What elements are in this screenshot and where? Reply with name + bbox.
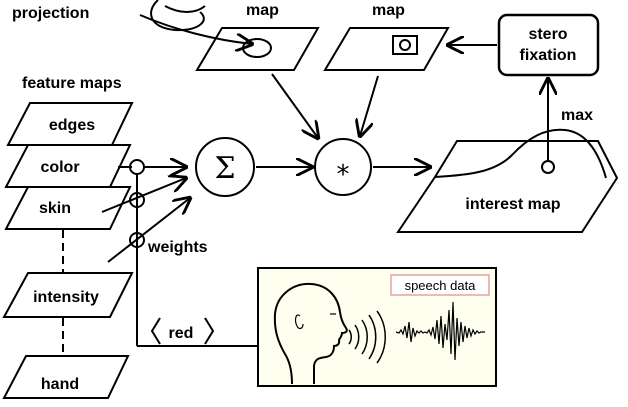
weight-node-color xyxy=(129,159,145,175)
map-left-plane xyxy=(195,27,320,71)
interest-map-label: interest map xyxy=(465,196,560,213)
weight-node-lower xyxy=(129,232,145,248)
interest-map-group: interest map xyxy=(396,128,619,233)
sum-symbol: Σ xyxy=(214,151,235,186)
intensity-plane xyxy=(2,272,134,318)
feature-map-color: color xyxy=(4,144,132,188)
projection-loop xyxy=(164,5,206,13)
hand-label: hand xyxy=(41,376,79,393)
map-right-to-product-arrow xyxy=(360,75,379,136)
color-label: color xyxy=(40,159,79,176)
product-node: * xyxy=(314,138,372,196)
product-symbol: * xyxy=(337,160,350,190)
map-right-group: map xyxy=(323,2,450,71)
edges-label: edges xyxy=(49,117,95,134)
hand-plane xyxy=(2,355,130,399)
projection-group: projection xyxy=(12,0,252,44)
feature-map-skin: skin xyxy=(4,186,132,230)
weight-arrow-3 xyxy=(107,198,190,263)
map-left-blob xyxy=(242,38,272,58)
interest-map-plane xyxy=(396,140,619,233)
interest-max-point xyxy=(541,160,555,174)
speech-data-label-box xyxy=(390,274,490,296)
red-bracket-left xyxy=(150,317,161,345)
speech-panel: speech data xyxy=(257,267,497,387)
feature-map-intensity: intensity xyxy=(2,272,134,318)
map-left-group: map xyxy=(195,2,320,71)
skin-plane xyxy=(4,186,132,230)
product-circle xyxy=(314,138,372,196)
feature-map-edges: edges xyxy=(6,102,134,146)
speech-waveform xyxy=(395,301,485,361)
map-right-target xyxy=(399,39,411,51)
stereo-fixation-box xyxy=(497,13,600,77)
sum-circle xyxy=(195,137,255,197)
max-label: max xyxy=(561,107,593,124)
red-bracket-right xyxy=(204,317,215,345)
red-signal-group: red xyxy=(137,317,258,347)
stereo-fixation-group: stero fixation xyxy=(497,13,600,77)
map-left-label: map xyxy=(246,2,279,19)
map-left-to-product-arrow xyxy=(271,73,318,138)
intensity-label: intensity xyxy=(33,289,99,306)
feature-map-hand: hand xyxy=(2,355,130,399)
sum-node: Σ xyxy=(195,137,255,197)
weights-group: weights xyxy=(101,159,208,346)
stereo-fixation-line2: fixation xyxy=(520,47,577,64)
weights-label: weights xyxy=(147,239,208,256)
head-ear xyxy=(294,314,304,330)
skin-label: skin xyxy=(39,200,71,217)
projection-curve xyxy=(150,0,205,32)
stereo-fixation-line1: stero xyxy=(528,26,567,43)
red-label: red xyxy=(169,325,194,342)
map-right-plane xyxy=(323,27,450,71)
map-right-label: map xyxy=(372,2,405,19)
weight-arrow-2 xyxy=(101,178,186,213)
feature-maps-label: feature maps xyxy=(22,75,122,92)
speech-data-label: speech data xyxy=(405,278,477,293)
projection-arrow xyxy=(139,14,252,44)
map-right-box xyxy=(392,35,418,55)
sound-waves xyxy=(348,310,386,364)
interest-map-surface xyxy=(434,128,607,179)
head-profile xyxy=(273,282,348,385)
projection-label: projection xyxy=(12,5,89,22)
